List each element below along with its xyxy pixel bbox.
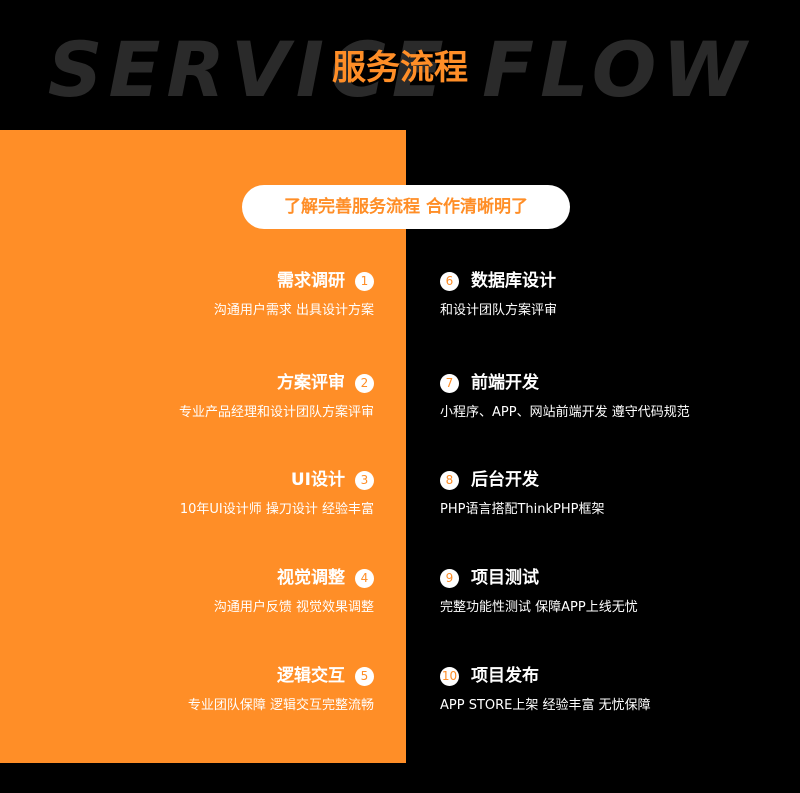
step-7: 7 前端开发 小程序、APP、网站前端开发 遵守代码规范 (440, 370, 780, 430)
step-title: 方案评审 (277, 373, 345, 393)
step-6: 6 数据库设计 和设计团队方案评审 (440, 268, 780, 328)
step-5: 逻辑交互 5 专业团队保障 逻辑交互完整流畅 (150, 663, 374, 723)
step-number-badge: 6 (440, 271, 459, 291)
step-2: 方案评审 2 专业产品经理和设计团队方案评审 (150, 370, 374, 430)
step-description: 和设计团队方案评审 (440, 303, 558, 318)
step-number-badge: 4 (355, 568, 374, 588)
step-description: PHP语言搭配ThinkPHP框架 (440, 502, 605, 517)
step-number-badge: 8 (440, 470, 459, 490)
step-description: 沟通用户反馈 视觉效果调整 (213, 600, 374, 615)
step-number-badge: 1 (355, 271, 374, 291)
step-description: 专业产品经理和设计团队方案评审 (178, 405, 374, 420)
step-4: 视觉调整 4 沟通用户反馈 视觉效果调整 (150, 565, 374, 625)
step-title: 后台开发 (471, 470, 539, 490)
step-title: 项目发布 (471, 666, 539, 686)
step-description: 沟通用户需求 出具设计方案 (213, 303, 374, 318)
step-title: 需求调研 (277, 271, 345, 291)
step-number-badge: 2 (355, 373, 374, 393)
orange-panel (0, 130, 406, 763)
step-title: 前端开发 (471, 373, 539, 393)
step-1: 需求调研 1 沟通用户需求 出具设计方案 (150, 268, 374, 328)
step-title: 数据库设计 (471, 271, 556, 291)
step-title: 项目测试 (471, 568, 539, 588)
watermark-text: SERVICE FLOW (47, 25, 753, 114)
step-8: 8 后台开发 PHP语言搭配ThinkPHP框架 (440, 467, 780, 527)
step-description: 完整功能性测试 保障APP上线无忧 (440, 600, 638, 615)
step-number-badge: 3 (355, 470, 374, 490)
step-9: 9 项目测试 完整功能性测试 保障APP上线无忧 (440, 565, 780, 625)
step-number-badge: 9 (440, 568, 459, 588)
subtitle-pill: 了解完善服务流程 合作清晰明了 (242, 185, 570, 229)
step-number-badge: 5 (355, 666, 374, 686)
page-title: 服务流程 (332, 48, 468, 88)
step-10: 10 项目发布 APP STORE上架 经验丰富 无忧保障 (440, 663, 780, 723)
step-description: 10年UI设计师 操刀设计 经验丰富 (179, 502, 374, 517)
step-title: UI设计 (290, 470, 345, 490)
step-3: UI设计 3 10年UI设计师 操刀设计 经验丰富 (150, 467, 374, 527)
step-title: 视觉调整 (277, 568, 345, 588)
step-description: 专业团队保障 逻辑交互完整流畅 (187, 698, 374, 713)
step-description: 小程序、APP、网站前端开发 遵守代码规范 (440, 405, 690, 420)
step-number-badge: 7 (440, 373, 459, 393)
step-description: APP STORE上架 经验丰富 无忧保障 (440, 698, 651, 713)
step-number-badge: 10 (440, 666, 459, 686)
step-title: 逻辑交互 (277, 666, 345, 686)
